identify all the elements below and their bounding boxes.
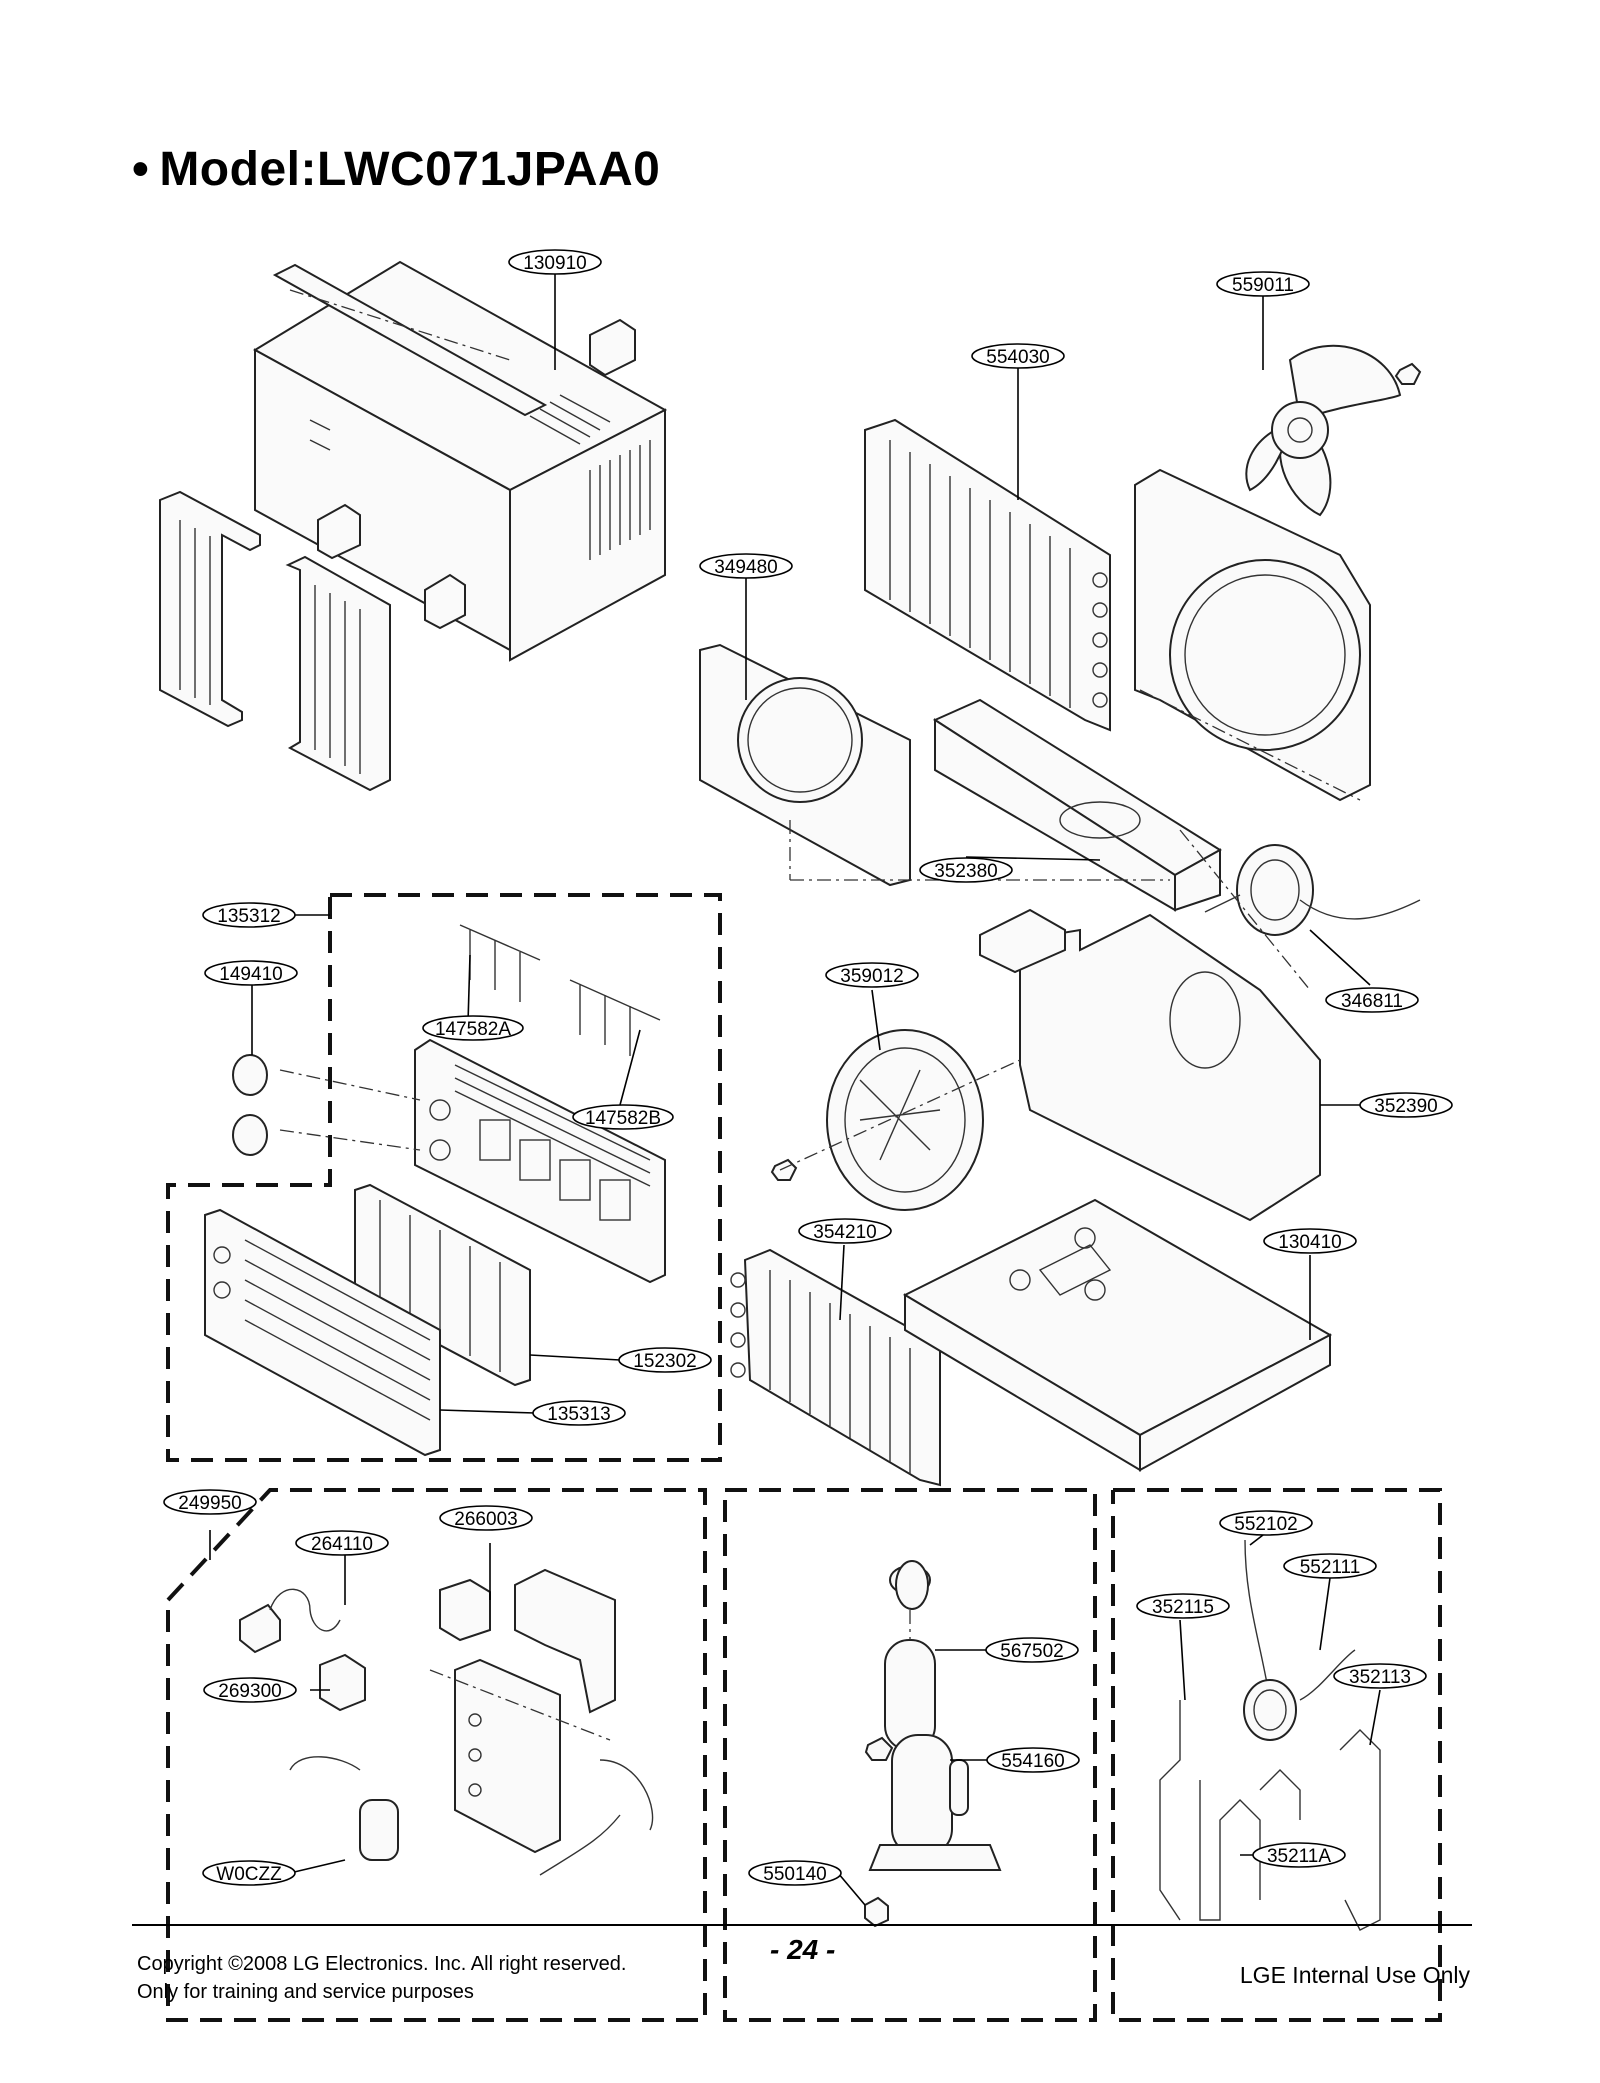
part-callout: 249950: [163, 1489, 257, 1515]
svg-text:554160: 554160: [1001, 1751, 1064, 1772]
cabinet: [253, 260, 668, 662]
part-callout: 552102: [1219, 1510, 1313, 1536]
svg-text:249950: 249950: [178, 1493, 241, 1514]
part-callout: 266003: [439, 1505, 533, 1531]
condenser-coil: [864, 418, 1111, 732]
part-callout: 352390: [1359, 1092, 1453, 1118]
part-callout: 135313: [532, 1400, 626, 1426]
compressor: [864, 1560, 1002, 1928]
front-grille: [414, 1038, 666, 1284]
blower-fan: [770, 1029, 984, 1211]
part-callout: 264110: [295, 1530, 389, 1556]
refrigerant-piping: [1159, 1539, 1381, 1931]
svg-text:349480: 349480: [714, 557, 777, 578]
scroll-housing: [979, 908, 1321, 1222]
part-callout: 135312: [202, 902, 296, 928]
part-callout: 352113: [1333, 1663, 1427, 1689]
svg-text:352380: 352380: [934, 861, 997, 882]
model-name: Model:LWC071JPAA0: [159, 143, 661, 196]
fan-shroud: [1134, 468, 1371, 802]
svg-text:359012: 359012: [840, 966, 903, 987]
fan-motor: [1204, 844, 1421, 936]
part-callout: 130910: [508, 249, 602, 275]
part-callout: 130410: [1263, 1228, 1357, 1254]
part-callout: 149410: [204, 960, 298, 986]
svg-text:352113: 352113: [1349, 1667, 1411, 1688]
electrical-parts: [239, 1568, 654, 1876]
svg-text:135313: 135313: [547, 1404, 610, 1425]
svg-text:352115: 352115: [1152, 1597, 1214, 1618]
part-callout: 550140: [748, 1860, 842, 1886]
part-callout: 35211A: [1252, 1842, 1346, 1868]
svg-text:552111: 552111: [1300, 1557, 1361, 1578]
page-title: •Model:LWC071JPAA0: [132, 142, 660, 197]
svg-text:269300: 269300: [218, 1681, 281, 1702]
title-bullet: •: [132, 143, 150, 196]
piping-section-border: [1111, 1488, 1442, 2022]
svg-text:147582B: 147582B: [585, 1108, 661, 1129]
part-callout: 359012: [825, 962, 919, 988]
barrier-plate: [699, 643, 911, 887]
svg-text:559011: 559011: [1232, 275, 1294, 296]
part-callout: 352115: [1136, 1593, 1230, 1619]
part-callout: 152302: [618, 1347, 712, 1373]
svg-text:W0CZZ: W0CZZ: [216, 1864, 282, 1885]
svg-text:554030: 554030: [986, 347, 1049, 368]
part-callout: 147582A: [422, 1015, 524, 1041]
part-callout: 554160: [986, 1747, 1080, 1773]
knobs: [232, 1054, 268, 1156]
drain-pan: [932, 698, 1222, 912]
svg-text:264110: 264110: [311, 1534, 373, 1555]
compressor-section-border: [723, 1488, 1097, 2022]
part-callout: 552111: [1283, 1553, 1377, 1579]
front-panel-section-border: [166, 893, 722, 1462]
page-number: - 24 -: [770, 1934, 836, 1965]
part-callout: 554030: [971, 343, 1065, 369]
copyright-notice: Copyright ©2008 LG Electronics. Inc. All…: [137, 1950, 626, 2006]
copyright-line: Copyright ©2008 LG Electronics. Inc. All…: [137, 1953, 627, 1975]
base-pan: [902, 1198, 1333, 1472]
part-callout: 346811: [1325, 987, 1419, 1013]
propeller-fan: [1245, 344, 1422, 517]
part-callout: 349480: [699, 553, 793, 579]
svg-text:266003: 266003: [454, 1509, 517, 1530]
part-callout: 147582B: [572, 1104, 674, 1130]
svg-text:149410: 149410: [219, 964, 282, 985]
svg-text:152302: 152302: [633, 1351, 696, 1372]
svg-text:35211A: 35211A: [1267, 1846, 1331, 1867]
svg-text:567502: 567502: [1000, 1641, 1063, 1662]
usage-line: Only for training and service purposes: [137, 1981, 474, 2003]
svg-text:354210: 354210: [813, 1222, 876, 1243]
leader-lines: [209, 273, 1381, 1906]
svg-text:130410: 130410: [1278, 1232, 1341, 1253]
footer-divider: [132, 1924, 1472, 1926]
part-callout: W0CZZ: [202, 1860, 296, 1886]
svg-text:346811: 346811: [1341, 991, 1403, 1012]
svg-text:552102: 552102: [1234, 1514, 1297, 1535]
assembly-guides: [279, 289, 1361, 1741]
part-callout: 352380: [919, 857, 1013, 883]
side-frames: [159, 490, 391, 792]
air-filter: [354, 1183, 531, 1387]
svg-text:135312: 135312: [217, 906, 280, 927]
part-callout: 559011: [1216, 271, 1310, 297]
svg-text:352390: 352390: [1374, 1096, 1437, 1117]
evaporator-coil: [730, 1248, 941, 1487]
svg-text:147582A: 147582A: [435, 1019, 511, 1040]
svg-text:130910: 130910: [523, 253, 586, 274]
internal-use-notice: LGE Internal Use Only: [1239, 1962, 1470, 1988]
part-callout: 269300: [203, 1677, 297, 1703]
svg-text:550140: 550140: [763, 1864, 826, 1885]
part-callout: 354210: [798, 1218, 892, 1244]
electrical-section-border: [166, 1488, 707, 2022]
front-cover: [204, 1208, 441, 1457]
part-callout: 567502: [985, 1637, 1079, 1663]
